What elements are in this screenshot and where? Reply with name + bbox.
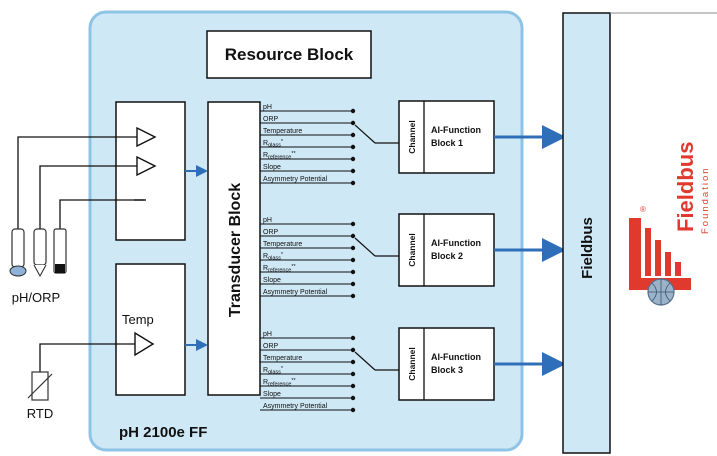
signal-dot [350,221,356,227]
probe-tip-icon [33,264,47,278]
channel-label: Channel [407,233,417,267]
sensor-wiring [17,136,144,372]
resource-block-label: Resource Block [225,45,354,64]
signal-label: Asymmetry Potential [263,289,328,296]
function-block-title: AI-Function [431,352,481,362]
fieldbus-label: Fieldbus [579,217,596,279]
selector-switch [354,351,376,371]
signal-dot [350,395,356,401]
signal-dot [350,168,356,174]
signal-dot [350,132,356,138]
signal-label: ORP [263,116,279,123]
device-name: pH 2100e FF [119,424,207,441]
signal-dot [350,120,356,126]
signal-label: pH [263,104,272,111]
signal-dot [350,407,356,413]
signal-label: Temperature [263,241,302,248]
signal-label: Rreference** [263,151,296,161]
ph-orp-label: pH/ORP [12,290,60,305]
signal-dot [350,233,356,239]
signal-dot [350,371,356,377]
function-block [398,213,495,287]
signal-label: Rreference** [263,378,296,388]
signal-groups: pHORPTemperatureRglass*Rreference**Slope… [260,100,566,413]
signal-mark: * [281,366,284,372]
signal-dot [350,359,356,365]
signal-label: pH [263,331,272,338]
signal-label: Slope [263,391,281,398]
signal-subscript: glass [268,370,281,376]
signal-dot [350,257,356,263]
function-block-number: Block 2 [431,251,463,261]
signal-label: Rglass* [263,366,284,376]
function-block-title: AI-Function [431,238,481,248]
logo-sub: Foundation [700,166,711,234]
temp-input-block [115,263,186,396]
signal-subscript: reference [268,268,291,274]
signal-dot [350,269,356,275]
function-block-number: Block 1 [431,138,463,148]
signal-mark: * [281,252,284,258]
channel-label: Channel [407,120,417,154]
selector-switch [354,124,376,144]
signal-dot [350,144,356,150]
signal-label: Rreference** [263,264,296,274]
signal-mark: * [281,139,284,145]
signal-label: ORP [263,343,279,350]
ph-orp-probes [9,228,67,278]
transducer-block [207,101,261,396]
signal-dot [350,245,356,251]
signal-dot [350,383,356,389]
probe-bulb-icon [9,265,27,277]
signal-dot [350,180,356,186]
signal-label: Asymmetry Potential [263,176,328,183]
channel-label: Channel [407,347,417,381]
probe-icon [11,228,25,268]
signal-dot [350,108,356,114]
transducer-block-label: Transducer Block [227,183,244,317]
signal-label: ORP [263,229,279,236]
ph-input-block [115,101,186,241]
signal-dot [350,293,356,299]
signal-subscript: reference [268,155,291,161]
signal-label: Temperature [263,355,302,362]
fieldbus-foundation-logo: ® Fieldbus Foundation [629,142,711,306]
probe-icon [33,228,47,266]
selector-switch [354,237,376,257]
signal-dot [350,347,356,353]
probe-tip-icon [55,264,65,273]
signal-subscript: glass [268,143,281,149]
signal-subscript: glass [268,256,281,262]
signal-mark: ** [291,264,296,270]
rtd-label: RTD [27,406,53,421]
signal-label: Slope [263,164,281,171]
signal-label: pH [263,217,272,224]
function-block [398,100,495,174]
logo-word: Fieldbus [673,142,698,232]
signal-label: Slope [263,277,281,284]
temp-label: Temp [122,312,154,327]
rtd-icon [27,373,53,399]
signal-label: Rglass* [263,252,284,262]
signal-label: Asymmetry Potential [263,403,328,410]
signal-dot [350,281,356,287]
resource-block [206,30,372,79]
function-block-number: Block 3 [431,365,463,375]
signal-mark: ** [291,378,296,384]
signal-mark: ** [291,151,296,157]
fieldbus-bar [562,12,611,454]
logo-registered-mark: ® [640,205,646,214]
function-block-title: AI-Function [431,125,481,135]
signal-label: Rglass* [263,139,284,149]
signal-label: Temperature [263,128,302,135]
function-block [398,327,495,401]
signal-dot [350,335,356,341]
signal-dot [350,156,356,162]
signal-subscript: reference [268,382,291,388]
